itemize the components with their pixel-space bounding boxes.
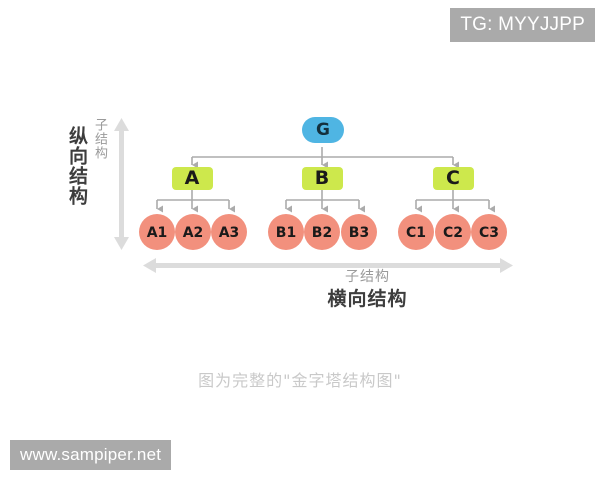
connector-branch-c-to-leaves: [415, 189, 495, 213]
node-a[interactable]: [172, 167, 213, 190]
vertical-axis-labels: 纵向结构 子结构: [60, 112, 118, 252]
horizontal-axis-main-label: 横向结构: [327, 288, 408, 310]
node-b1[interactable]: [268, 214, 304, 250]
node-c1[interactable]: [398, 214, 434, 250]
vertical-axis-main-label: 纵向结构: [66, 126, 88, 206]
horizontal-axis-labels: 子结构 横向结构: [0, 268, 600, 311]
node-b3[interactable]: [341, 214, 377, 250]
node-a3[interactable]: [211, 214, 247, 250]
connector-branch-b-to-leaves: [285, 189, 365, 213]
watermark-top-right: TG: MYYJJPP: [450, 8, 595, 42]
node-b2[interactable]: [304, 214, 340, 250]
diagram-caption: 图为完整的"金字塔结构图": [198, 371, 402, 390]
node-b[interactable]: [302, 167, 343, 190]
node-c2[interactable]: [435, 214, 471, 250]
watermark-bottom-left: www.sampiper.net: [10, 440, 172, 470]
node-a2[interactable]: [175, 214, 211, 250]
vertical-axis-arrow: [114, 118, 129, 250]
node-c3[interactable]: [471, 214, 507, 250]
node-a1[interactable]: [139, 214, 175, 250]
horizontal-axis-arrow: [143, 258, 513, 273]
node-c[interactable]: [433, 167, 474, 190]
connector-root-to-branches: [191, 147, 459, 169]
horizontal-axis-sub-label: 子结构: [345, 269, 390, 285]
connector-branch-a-to-leaves: [156, 189, 235, 213]
vertical-axis-sub-label: 子结构: [92, 118, 107, 160]
node-g[interactable]: [302, 117, 344, 143]
